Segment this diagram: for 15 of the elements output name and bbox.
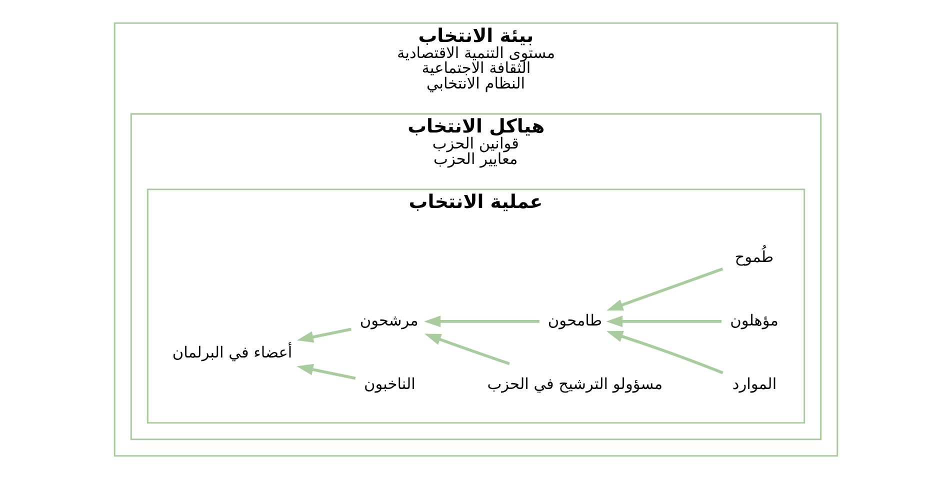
node-text: مسؤولو الترشيح في الحزب <box>487 374 663 393</box>
node-text: الموارد <box>732 374 777 393</box>
arrow <box>606 266 724 310</box>
node-text: مؤهلون <box>730 310 778 329</box>
node-text: الناخبون <box>364 374 416 393</box>
arrow <box>606 315 722 327</box>
arrow <box>606 330 724 374</box>
arrow <box>296 327 352 342</box>
node-text: مرشحون <box>360 310 418 329</box>
arrow <box>296 363 356 380</box>
node-text: طُموح <box>734 247 774 266</box>
node-text: أعضاء في البرلمان <box>172 342 292 361</box>
node-text: طامحون <box>548 310 602 329</box>
arrow <box>424 315 540 327</box>
arrow <box>424 333 510 365</box>
